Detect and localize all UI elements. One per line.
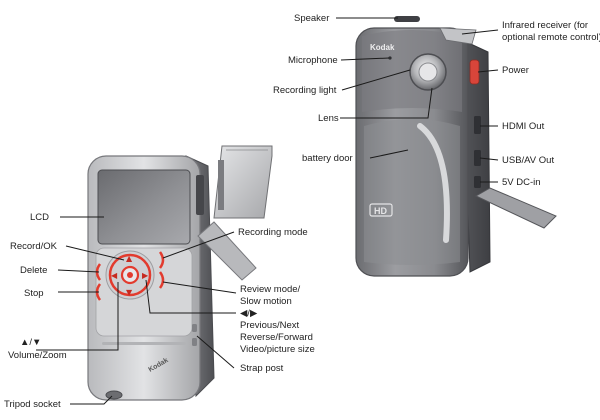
nav-left-arrow-icon[interactable]: ◀ [111,271,118,280]
front-camera: ▲ ▼ ◀ ▶ Kodak [87,145,273,401]
label-power: Power [502,65,529,76]
label-previous-next-3: Video/picture size [240,344,315,355]
card-slot [196,175,204,215]
nav-right-arrow-icon[interactable]: ▶ [142,271,149,280]
tripod-socket [105,390,123,400]
label-previous-next-2: Reverse/Forward [240,332,313,343]
label-hdmi-out: HDMI Out [502,121,545,132]
dc-in-port [474,176,481,188]
lower-panel-groove [102,342,186,345]
leader-lines [36,17,499,405]
nav-up-arrow-icon[interactable]: ▲ [126,254,133,263]
label-infrared-1: Infrared receiver (for [502,20,588,31]
battery-door-curve [417,123,450,243]
sd-card [213,145,273,219]
label-dc-in: 5V DC-in [502,177,541,188]
label-tripod-socket: Tripod socket [4,399,61,410]
label-review-mode-2: Slow motion [240,296,292,307]
lcd-screen [97,169,191,245]
label-stop: Stop [24,288,44,299]
recording-mode-button[interactable] [158,251,165,269]
strap-post-upper [192,324,197,332]
label-battery-door: battery door [302,153,353,164]
label-infrared-2: optional remote control) [502,32,600,43]
usb-av-port [474,150,481,166]
label-speaker: Speaker [294,13,329,24]
strap-post-lower [192,338,197,346]
label-review-mode-1: Review mode/ [240,284,301,295]
microphone-hole [388,56,392,60]
label-microphone: Microphone [288,55,338,66]
usb-arm [197,221,257,281]
label-usb-av-out: USB/AV Out [502,155,554,166]
label-previous-next-1: Previous/Next [240,320,299,331]
label-record-ok: Record/OK [10,241,58,252]
label-recording-light: Recording light [273,85,337,96]
nav-ring-red [108,253,152,297]
hdmi-port [474,116,481,134]
label-volume-zoom: Volume/Zoom [8,350,67,361]
label-lcd: LCD [30,212,49,223]
label-recording-mode: Recording mode [238,227,308,238]
label-previous-next-arrows: ◀/▶ [240,308,258,319]
speaker-grille [394,16,420,22]
record-dot [127,272,133,278]
back-camera: Kodak HD [355,16,557,277]
review-mode-button[interactable] [158,271,165,289]
nav-down-arrow-icon[interactable]: ▼ [126,288,133,297]
infrared-window [439,27,477,45]
label-delete: Delete [20,265,47,276]
hd-badge: HD [374,206,387,216]
label-strap-post: Strap post [240,363,284,374]
label-volume-zoom-arrows: ▲/▼ [20,337,41,348]
callout-labels: LCD Record/OK Delete Stop ▲/▼ Volume/Zoo… [4,13,600,410]
hd-badge-box [369,203,393,217]
power-button[interactable] [469,59,480,85]
lens-inner [418,62,438,82]
back-kodak-logo: Kodak [370,43,395,52]
label-lens: Lens [318,113,339,124]
battery-door-panel [364,119,460,265]
back-usb-arm [474,187,557,229]
